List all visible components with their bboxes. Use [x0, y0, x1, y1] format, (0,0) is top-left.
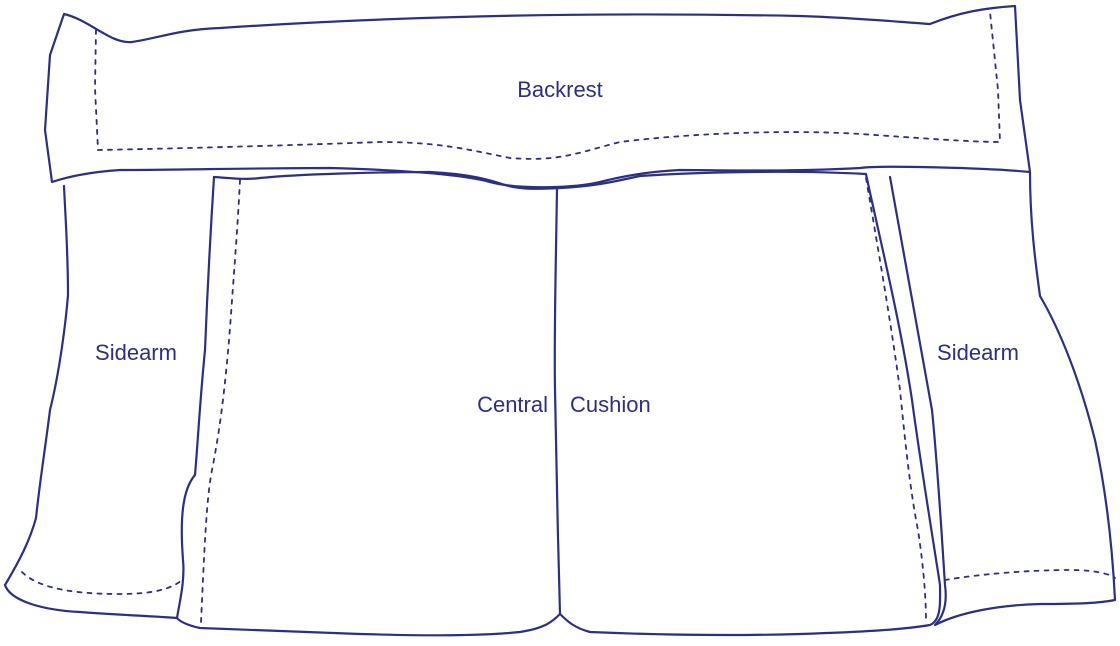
central-cushion-outline [175, 170, 942, 637]
central-cushion-label-right: Cushion [570, 392, 651, 417]
left-sidearm-seam [21, 571, 183, 595]
right-sidearm-outline [888, 170, 1117, 627]
backrest-outline [43, 4, 1032, 189]
seam-group [21, 11, 1116, 623]
backrest-label: Backrest [517, 77, 603, 102]
outline-group [3, 4, 1117, 637]
central-cushion-label-left: Central [477, 392, 548, 417]
right-sidearm-seam [944, 569, 1116, 581]
central-left-seam [200, 179, 241, 623]
central-right-seam [865, 177, 927, 623]
right-sidearm-label: Sidearm [937, 340, 1019, 365]
label-group: Backrest Sidearm Sidearm Central Cushion [95, 77, 1019, 417]
left-sidearm-label: Sidearm [95, 340, 177, 365]
left-sidearm-outline [3, 175, 216, 620]
central-divider-line [553, 186, 562, 616]
